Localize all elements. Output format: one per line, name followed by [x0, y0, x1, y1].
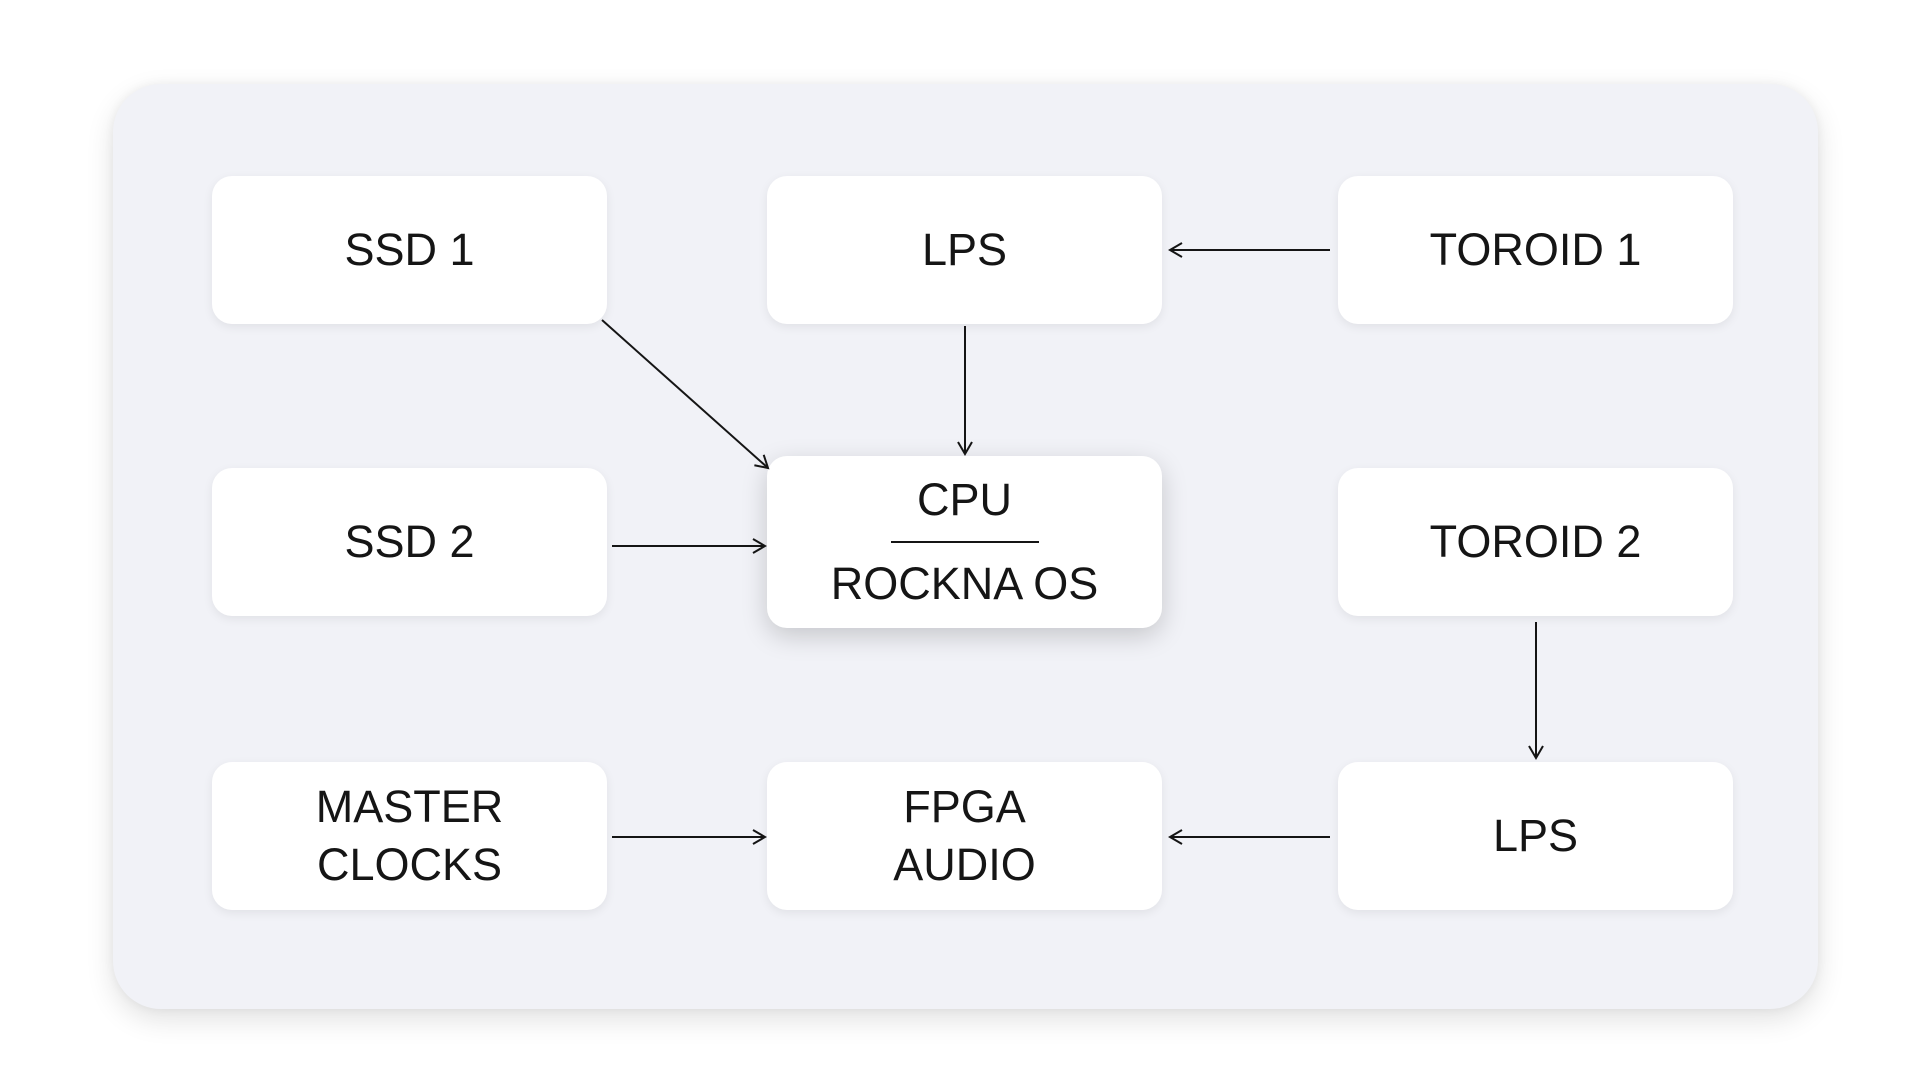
node-lps-bottom: LPS — [1338, 762, 1733, 910]
node-rockna-os-label: ROCKNA OS — [830, 558, 1099, 609]
node-fpga-line1: FPGA — [903, 781, 1026, 832]
cpu-divider — [890, 541, 1039, 543]
node-cpu: CPU ROCKNA OS — [767, 456, 1162, 628]
node-toroid-1: TOROID 1 — [1338, 176, 1733, 324]
node-fpga-audio: FPGA AUDIO — [767, 762, 1162, 910]
node-ssd-2: SSD 2 — [212, 468, 607, 616]
node-ssd-1: SSD 1 — [212, 176, 607, 324]
node-lps-bottom-label: LPS — [1492, 810, 1579, 861]
node-cpu-label: CPU — [916, 474, 1012, 525]
node-ssd-1-label: SSD 1 — [344, 224, 475, 275]
node-lps-top: LPS — [767, 176, 1162, 324]
node-toroid-2-label: TOROID 2 — [1429, 516, 1642, 567]
node-master-clocks-line1: MASTER — [315, 781, 504, 832]
node-toroid-2: TOROID 2 — [1338, 468, 1733, 616]
node-toroid-1-label: TOROID 1 — [1429, 224, 1642, 275]
node-master-clocks: MASTER CLOCKS — [212, 762, 607, 910]
node-fpga-line2: AUDIO — [893, 839, 1036, 890]
node-lps-top-label: LPS — [921, 224, 1008, 275]
node-ssd-2-label: SSD 2 — [344, 516, 475, 567]
node-master-clocks-line2: CLOCKS — [316, 839, 503, 890]
